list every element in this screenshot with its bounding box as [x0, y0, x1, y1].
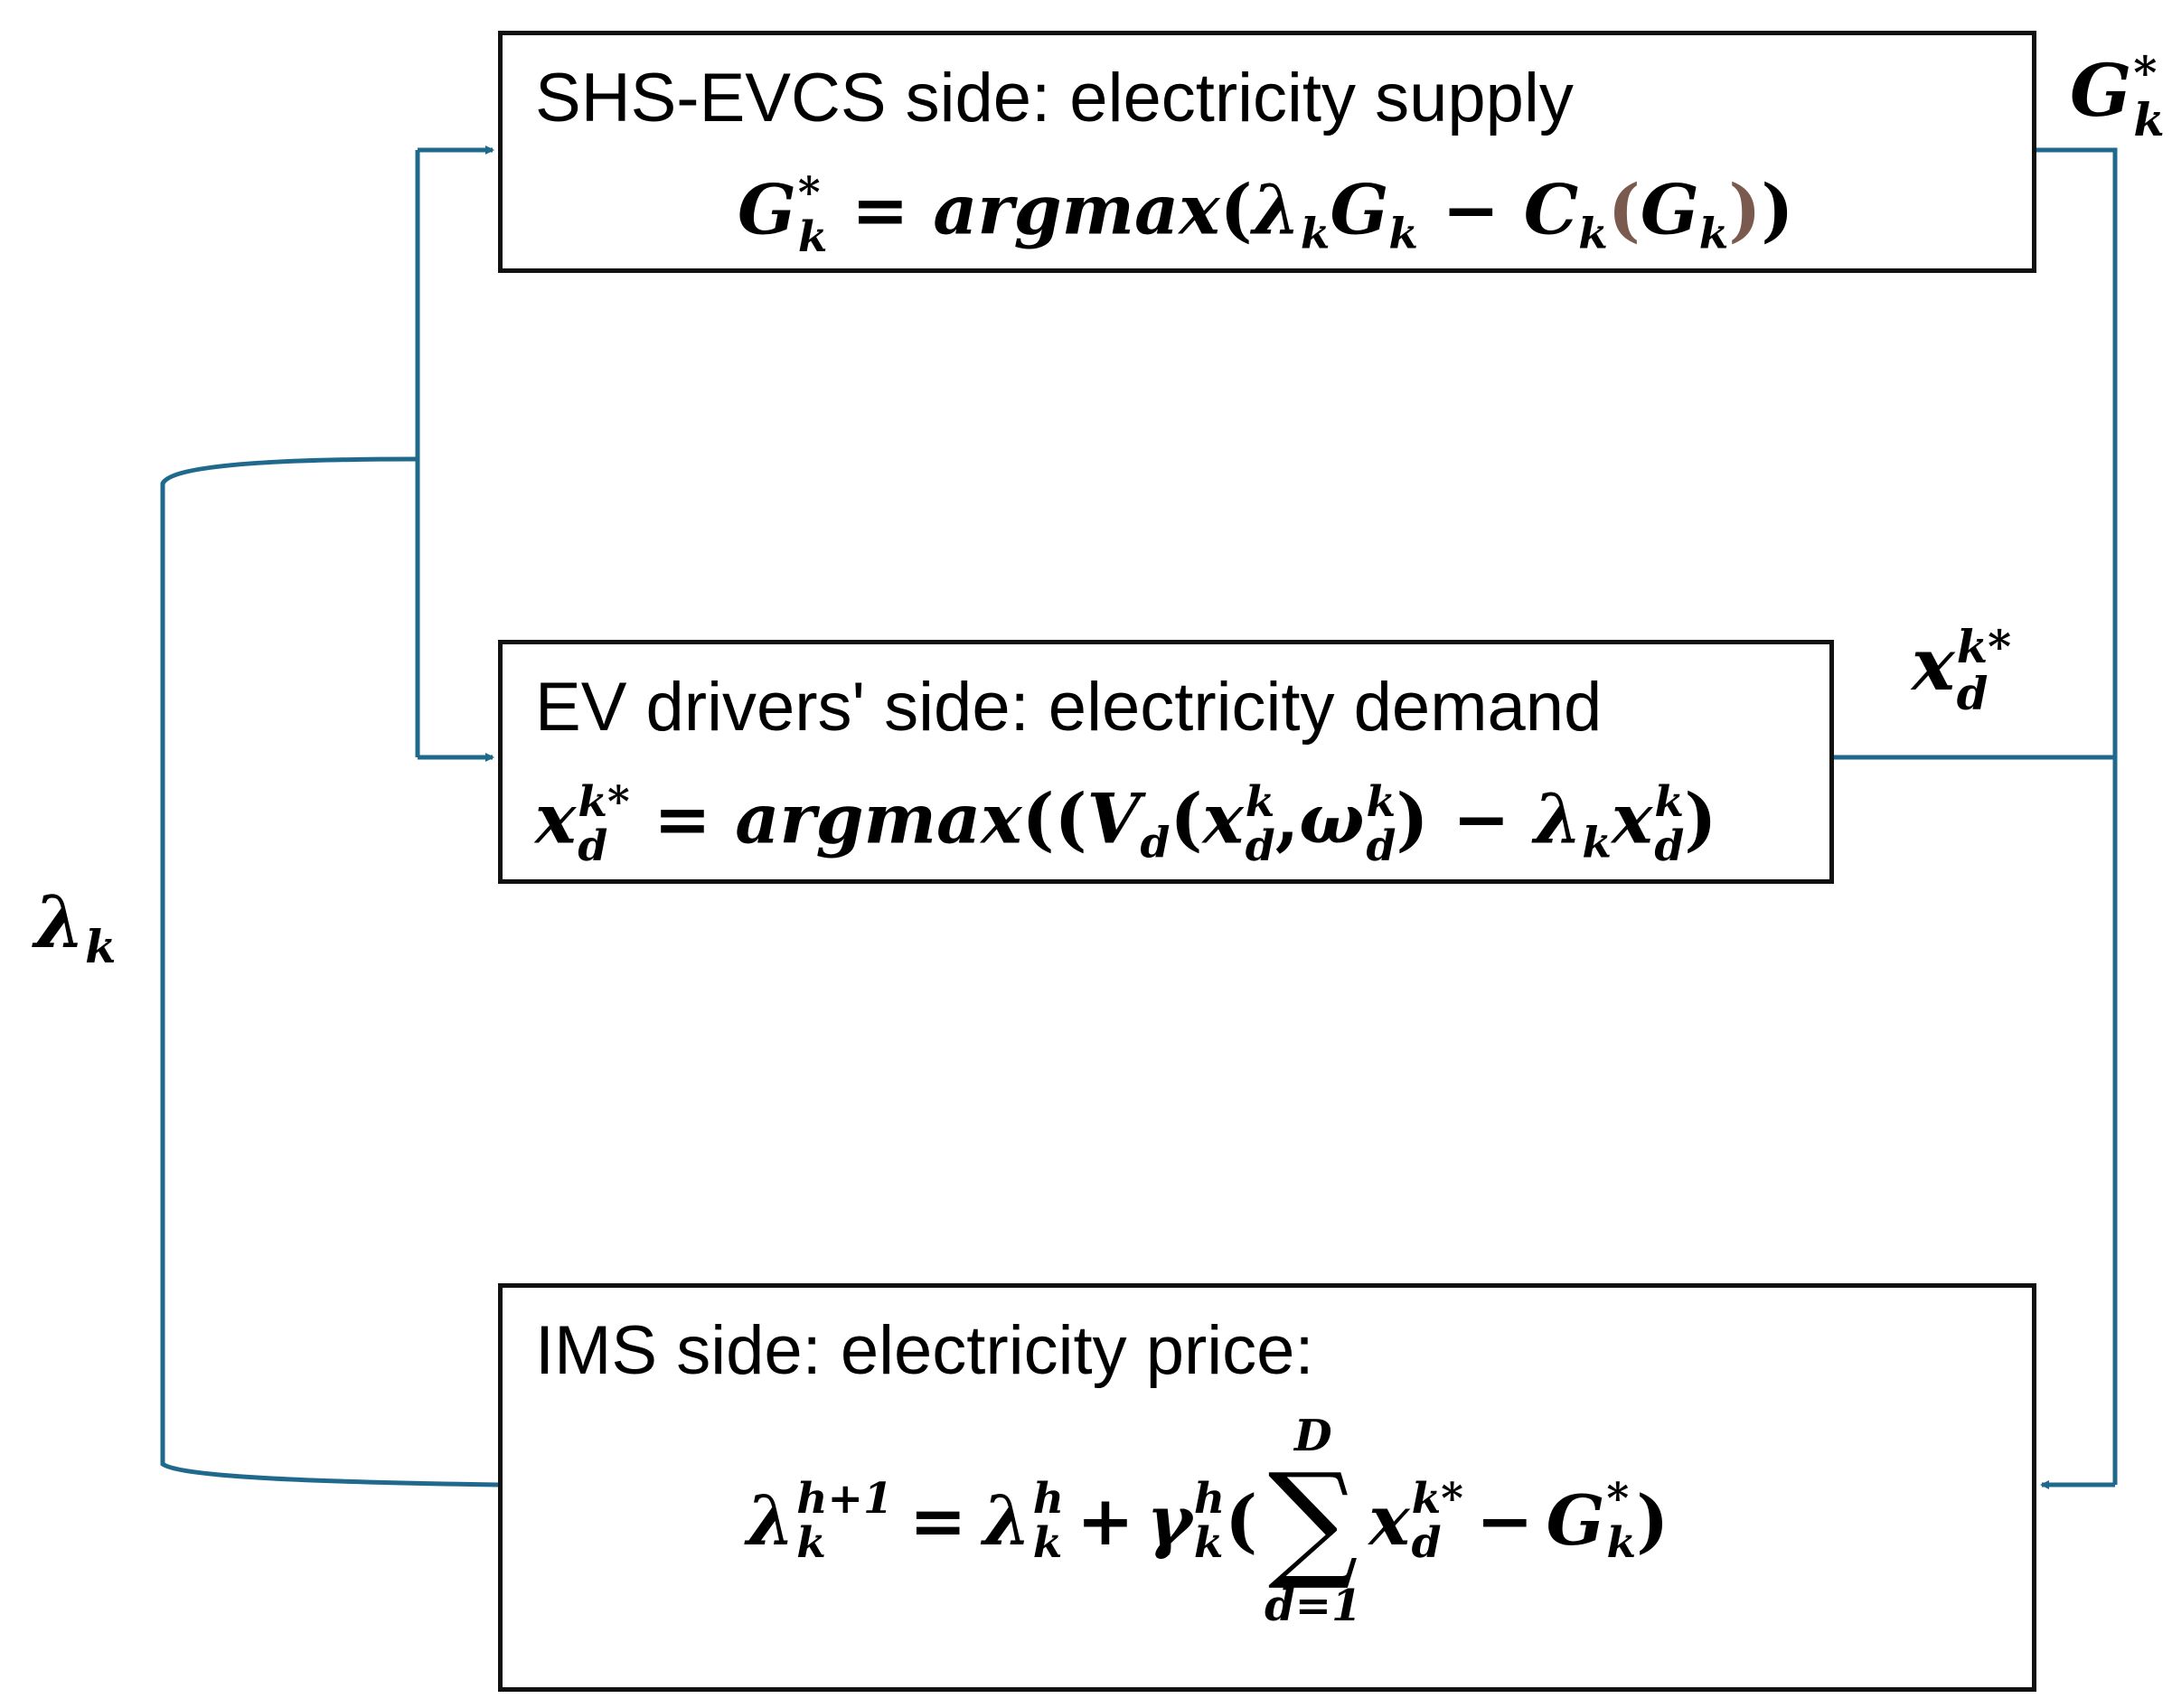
lambda-feedback-wire: [160, 456, 499, 1487]
price-box-title: IMS side: electricity price:: [535, 1312, 1314, 1389]
supply-box: SHS-EVCS side: electricity supply G*k = …: [498, 31, 2036, 273]
supply-output-label: G*k: [2070, 46, 2165, 147]
supply-equation: G*k = argmax(λkGk − Ck(Gk)): [738, 168, 1794, 263]
supply-box-title: SHS-EVCS side: electricity supply: [535, 60, 1574, 136]
summation: D ∑ d=1: [1265, 1411, 1362, 1631]
demand-box-title: EV drivers' side: electricity demand: [535, 669, 1603, 746]
price-feedback-label: λk: [34, 879, 117, 973]
supply-output-wire: [2036, 147, 2118, 1485]
